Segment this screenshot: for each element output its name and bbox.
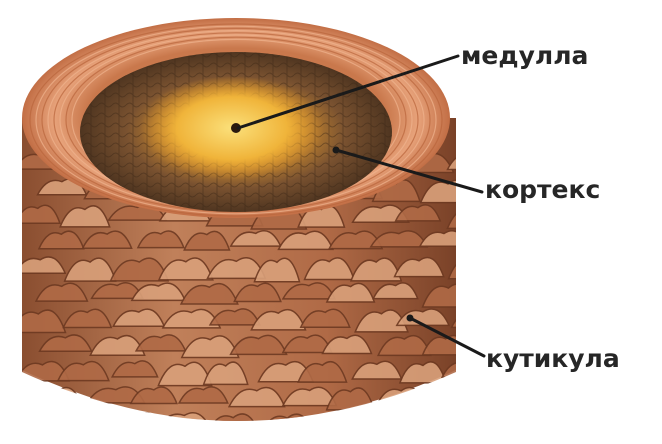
cortex-point <box>333 147 340 154</box>
cuticle-scale <box>445 413 498 429</box>
cuticle-scale <box>301 414 350 437</box>
cuticle-scale <box>470 232 519 252</box>
cuticle-scale <box>11 414 61 436</box>
cuticle-scale <box>470 283 517 302</box>
cuticle-label: кутикула <box>486 346 620 371</box>
cuticle-scale <box>474 387 528 404</box>
cuticle-scale <box>113 413 161 428</box>
cuticle-scale <box>62 413 110 428</box>
cuticle-point <box>407 315 414 322</box>
cuticle-scale <box>355 413 405 431</box>
cuticle-scale <box>396 414 451 434</box>
medulla-label: медулла <box>461 43 588 68</box>
medulla <box>140 76 324 180</box>
cuticle-scale <box>452 309 505 327</box>
cortex-label: кортекс <box>485 177 600 202</box>
cuticle-scale <box>419 387 470 406</box>
